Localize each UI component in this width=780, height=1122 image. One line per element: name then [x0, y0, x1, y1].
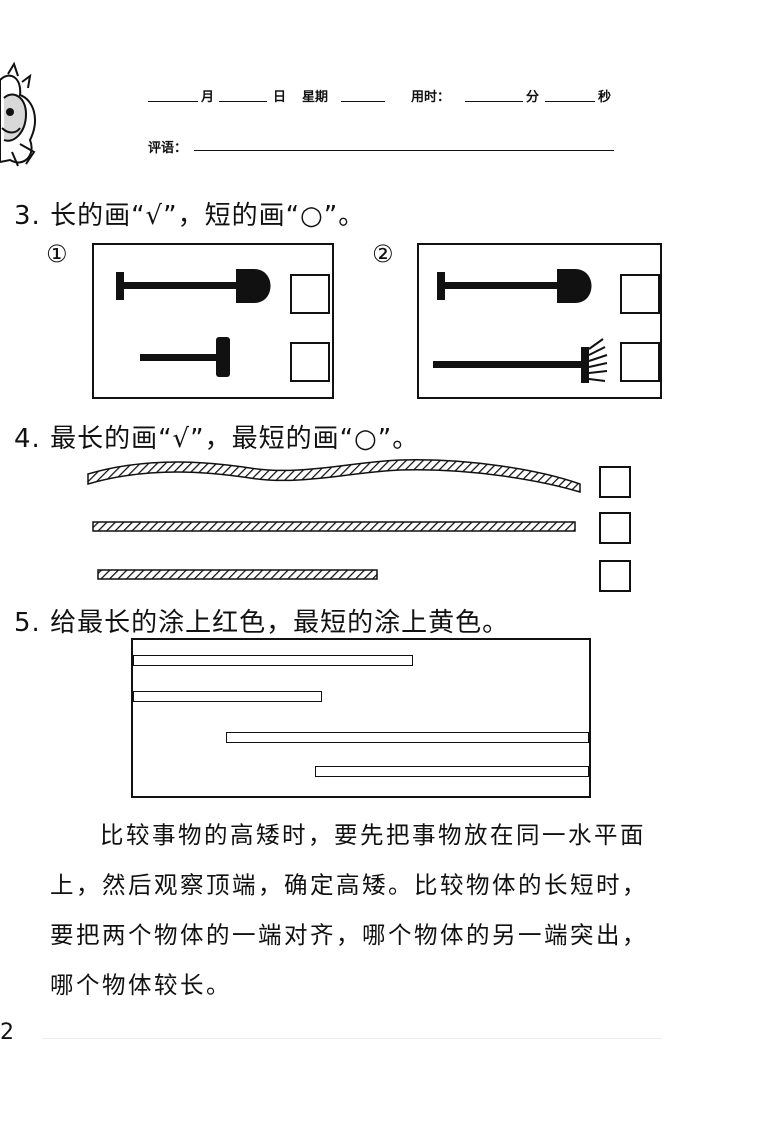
tip-paragraph: 比较事物的高矮时，要先把事物放在同一水平面上，然后观察顶端，确定高矮。比较物体的… [50, 821, 648, 999]
panel-1-long-checkbox[interactable] [290, 274, 330, 314]
ropes-figure [87, 459, 581, 580]
seconds-label: 秒 [598, 90, 612, 105]
weekday-label: 星期 [302, 90, 329, 105]
rake-icon [433, 338, 608, 383]
panel-1-number: ① [46, 240, 68, 268]
comment-blank[interactable] [194, 150, 614, 151]
panel-2-number: ② [372, 240, 394, 268]
time-used-label: 用时： [411, 90, 451, 105]
short-straight-rope [97, 569, 378, 580]
paper-strip-2[interactable] [133, 691, 322, 702]
paper-strip-4[interactable] [315, 766, 589, 777]
question-5-text: 5. 给最长的涂上红色，最短的涂上黄色。 [14, 608, 510, 638]
short-rope-checkbox[interactable] [599, 560, 631, 592]
day-label: 日 [273, 90, 287, 105]
minutes-blank[interactable] [465, 101, 523, 102]
weekday-blank[interactable] [341, 101, 385, 102]
mascot-illustration [0, 61, 36, 167]
question-4-text: 4. 最长的画“√”，最短的画“○”。 [14, 424, 420, 454]
month-blank[interactable] [148, 101, 198, 102]
page-number: 2 [0, 1020, 14, 1045]
paper-strip-3[interactable] [226, 732, 589, 743]
panel-2-long-checkbox[interactable] [620, 274, 660, 314]
month-label: 月 [201, 90, 215, 105]
panel-2-short-checkbox[interactable] [620, 342, 660, 382]
panel-1 [92, 243, 334, 399]
hammer-icon [140, 337, 230, 377]
shovel-icon [437, 269, 592, 303]
date-header: 月 日 星期 用时： 分 秒 [145, 86, 615, 106]
paper-strip-1[interactable] [133, 655, 413, 666]
divider [42, 1038, 662, 1039]
panel-1-short-checkbox[interactable] [290, 342, 330, 382]
seconds-blank[interactable] [545, 101, 595, 102]
wavy-rope-checkbox[interactable] [599, 466, 631, 498]
comment-label: 评语： [148, 141, 188, 156]
bars-frame [131, 638, 591, 798]
shovel-icon [116, 269, 271, 303]
day-blank[interactable] [219, 101, 267, 102]
panel-2 [417, 243, 662, 399]
long-straight-rope [92, 521, 576, 532]
question-3-text: 3. 长的画“√”，短的画“○”。 [14, 201, 366, 231]
wavy-rope [87, 459, 581, 494]
minutes-label: 分 [526, 90, 540, 105]
long-rope-checkbox[interactable] [599, 512, 631, 544]
